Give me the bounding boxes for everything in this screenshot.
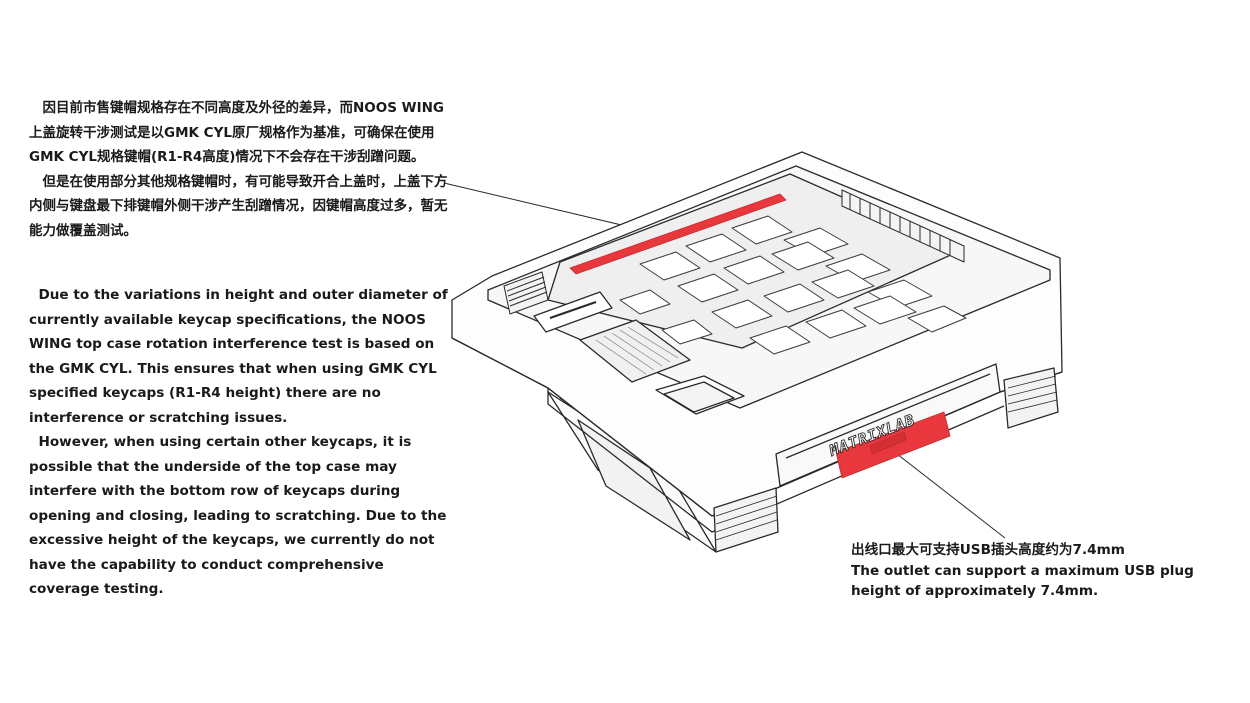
usb-outlet-note-zh: 出线口最大可支持USB插头高度约为7.4mm — [851, 542, 1125, 558]
front-usb-panel — [775, 363, 1001, 487]
key-switch-grid — [619, 215, 967, 355]
description-chinese-para-2: 但是在使用部分其他规格键帽时，有可能导致开合上盖时，上盖下方内侧与键盘最下排键帽… — [29, 173, 448, 239]
description-english-para-1: Due to the variations in height and oute… — [29, 287, 453, 426]
usb-outlet-note-en: The outlet can support a maximum USB plu… — [851, 562, 1194, 600]
description-english: Due to the variations in height and oute… — [29, 283, 449, 602]
usb-outlet-note: 出线口最大可支持USB插头高度约为7.4mm The outlet can su… — [851, 540, 1211, 602]
description-english-para-2: However, when using certain other keycap… — [29, 434, 452, 597]
description-chinese: 因目前市售键帽规格存在不同高度及外径的差异，而NOOS WING上盖旋转干涉测试… — [29, 96, 449, 243]
left-vent — [503, 271, 549, 315]
description-chinese-para-1: 因目前市售键帽规格存在不同高度及外径的差异，而NOOS WING上盖旋转干涉测试… — [29, 100, 444, 165]
interference-highlight — [569, 193, 787, 275]
knurled-pad — [579, 319, 691, 383]
label-plate — [533, 291, 613, 333]
right-foot — [1003, 367, 1059, 429]
front-foot — [713, 487, 779, 553]
callout-line-usb — [887, 446, 1006, 539]
right-vent — [841, 189, 965, 263]
